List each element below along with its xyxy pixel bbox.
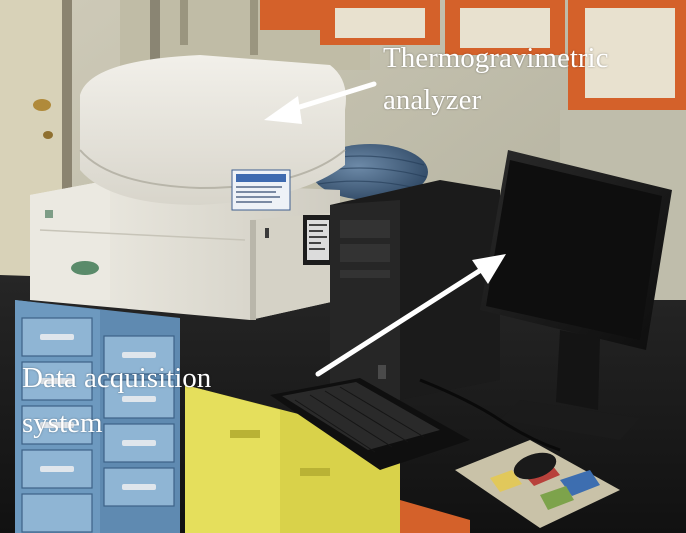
pipe-1 — [150, 0, 160, 60]
instrument-logo — [71, 261, 99, 275]
door-frame — [62, 0, 72, 290]
label-tga-line2: analyzer — [383, 84, 482, 116]
monitor-base — [500, 400, 640, 440]
arrow-to-data-system — [315, 254, 506, 377]
monitor — [480, 150, 672, 440]
door-lock — [43, 131, 53, 139]
arrow-to-analyzer — [264, 81, 377, 124]
cable — [419, 378, 561, 452]
label-thermogravimetric-analyzer: Thermogravimetric analyzer — [383, 42, 608, 116]
pc-tower — [330, 180, 500, 400]
label-data-acquisition-system: Data acquisition system — [22, 362, 211, 439]
mouse-pad — [455, 440, 620, 528]
lower-orange-strip — [400, 500, 470, 533]
tga-dome — [80, 55, 346, 205]
label-daq-line1: Data acquisition — [22, 362, 212, 394]
label-tga-line1: Thermogravimetric — [383, 42, 609, 74]
mouse — [513, 452, 557, 480]
blue-drawer-cabinet — [15, 300, 180, 533]
yellow-cabinet — [185, 385, 400, 533]
monitor-stand — [556, 330, 600, 410]
label-daq-line2: system — [22, 407, 103, 439]
keyboard — [270, 378, 470, 470]
upper-cabinets — [260, 0, 686, 340]
tga-instrument — [30, 55, 346, 320]
pipe-3 — [250, 0, 258, 55]
door-knob — [33, 99, 51, 111]
pipe-2 — [180, 0, 188, 45]
